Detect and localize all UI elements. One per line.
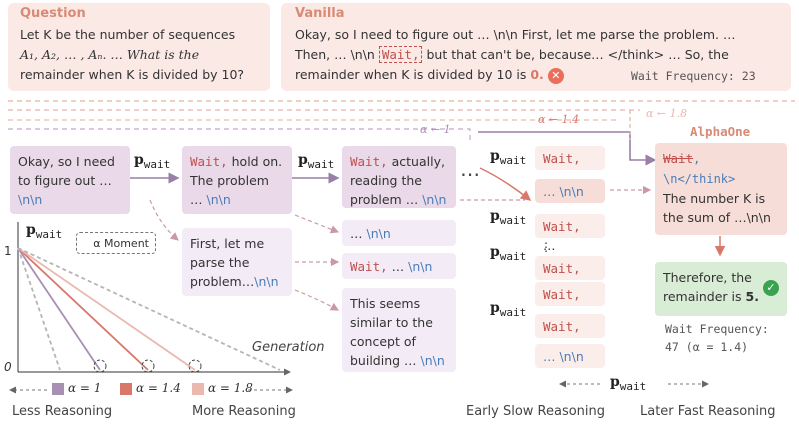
stack-item: … \n\n [535,344,605,368]
vanilla-line-1: Okay, so I need to figure out … \n\n Fir… [295,27,736,42]
vanilla-text: Then, … \n\n [295,47,375,62]
question-line-3: remainder when K is divided by 10? [20,67,245,82]
caption-later-fast: Later Fast Reasoning [640,404,776,419]
legend-swatch-a14 [120,383,132,395]
plot-y-top: 1 [4,244,12,258]
bottom-pwait-label: pwait [610,374,647,393]
plot-line-a14 [17,247,149,371]
vanilla-panel: Vanilla Okay, so I need to figure out … … [281,3,791,91]
alpha-moment-marker [141,359,155,373]
alphaone-title: AlphaOne [690,124,751,139]
pwait-label: pwait [490,244,527,263]
stack-item: Wait, … [535,282,605,321]
pwait-label: pwait [490,300,527,319]
pwait-plot [17,222,291,376]
stack-item: Wait, … [535,256,605,295]
alphaone-wait-frequency-value: 47 (α = 1.4) [665,340,749,354]
flow-box-wait-3: Wait, … \n\n [342,253,456,279]
stack-item: Wait, … [535,314,605,353]
vanilla-answer: 0. [530,67,544,82]
check-icon: ✓ [763,280,779,296]
ellipsis: ⋯ [460,162,480,186]
vanilla-wait-frequency: Wait Frequency: 23 [631,69,756,83]
vanilla-text: but that can't be, because… </think> … S… [426,47,729,62]
pwait-label: pwait [490,148,527,167]
pwait-label: pwait [134,152,171,171]
plot-line-gray [17,247,281,371]
question-line-1: Let K be the number of sequences [20,27,236,42]
question-title: Question [20,6,86,21]
alpha-1-label: α ← 1 [420,123,451,136]
flow-box-similar: This seems similar to the concept of bui… [342,288,456,372]
flow-box-start: Okay, so I need to figure out …\n\n [10,146,130,214]
flow-box-parse: First, let me parse the problem…\n\n [182,228,292,296]
vanilla-text: remainder when K is divided by 10 is [295,67,527,82]
plot-line-a18 [17,247,196,371]
alphaone-box: Wait, \n</think> The number K is the sum… [655,143,787,235]
plot-xlabel: Generation [252,340,325,355]
vanilla-line-3: remainder when K is divided by 10 is 0. … [295,65,564,85]
caption-less-reasoning: Less Reasoning [12,404,113,419]
plot-line-a1 [17,247,101,371]
plot-y-bottom: 0 [4,360,12,374]
stack-vdots: ⋮ [540,240,552,254]
stack-item: … \n\n [535,179,605,203]
pwait-label: pwait [490,208,527,227]
stack-item: Wait, … [535,146,605,185]
vanilla-title: Vanilla [295,6,345,21]
alpha-moment-marker [188,359,202,373]
flow-box-wait-2: Wait, actually,reading the problem … \n\… [342,146,456,208]
plot-line-gray [17,247,61,371]
plot-pwait-label: pwait [26,222,63,241]
legend-swatch-a1 [52,383,64,395]
question-panel: Question Let K be the number of sequence… [8,3,270,91]
alpha-18-label: α ← 1.8 [646,107,688,120]
vanilla-wait-token: Wait, [378,46,423,63]
alpha-moment-legend: α Moment [76,232,156,254]
alphaone-wait-frequency-label: Wait Frequency: [665,322,769,336]
caption-early-slow: Early Slow Reasoning [466,404,606,419]
legend-swatch-a18 [192,383,204,395]
flow-box-nn: … \n\n [342,220,456,246]
caption-more-reasoning: More Reasoning [192,404,296,419]
flow-box-wait-1: Wait, hold on.The problem… \n\n [182,146,292,214]
legend-label-a14: α = 1.4 [136,381,181,395]
vanilla-line-2: Then, … \n\n Wait, but that can't be, be… [295,45,729,65]
alpha-14-label: α ← 1.4 [538,113,580,126]
alpha-moment-marker [93,359,107,373]
alpha-1-line [8,128,471,140]
stack-item: Wait, … [535,214,605,253]
pwait-label: pwait [298,152,335,171]
question-line-2: A₁, A₂, … , Aₙ. … What is the [20,47,200,62]
wrong-icon: ✕ [547,67,564,84]
legend-label-a18: α = 1.8 [208,381,253,395]
legend-label-a1: α = 1 [68,381,102,395]
